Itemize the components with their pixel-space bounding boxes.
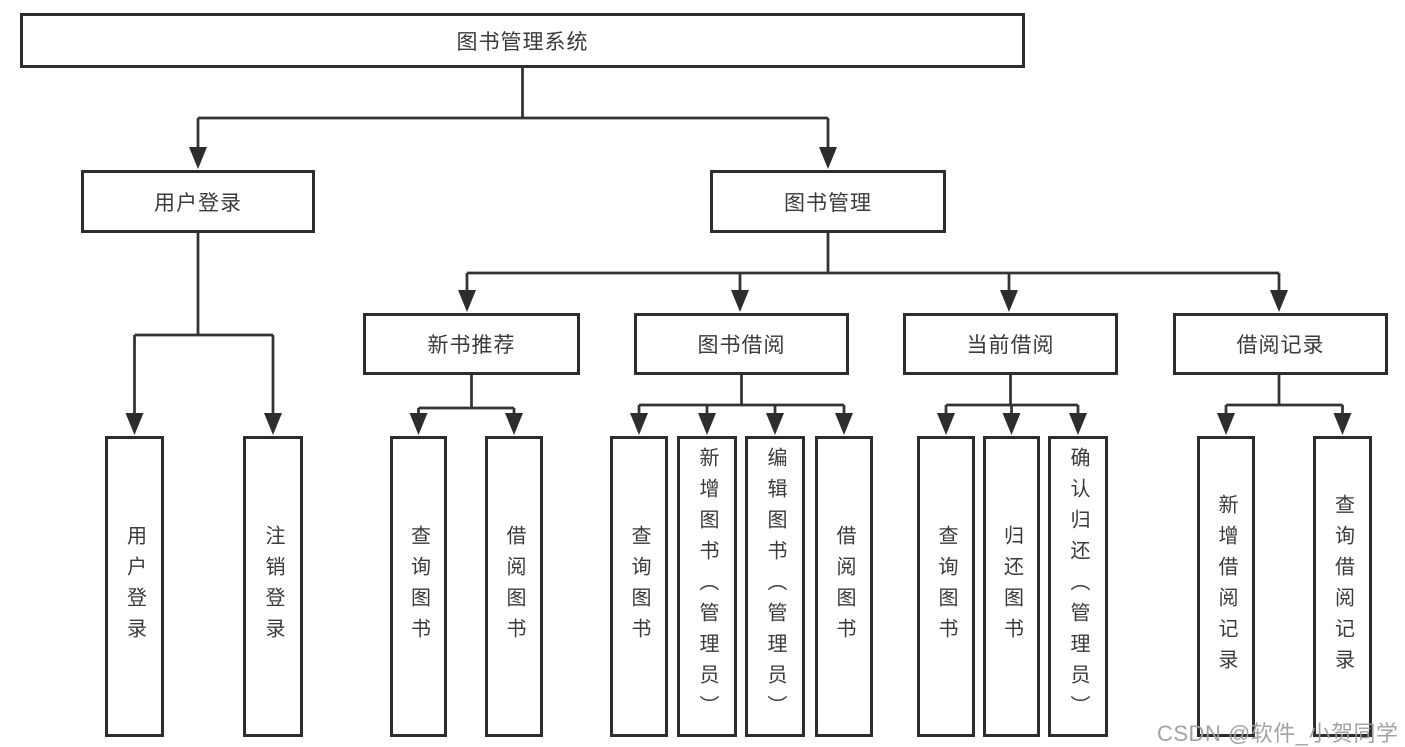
leaf-add-books-admin: 新增图书（管理员） [677,436,737,737]
arrowheads [125,147,1352,435]
node-current-borrowing: 当前借阅 [903,313,1118,375]
node-label: 新增图书（管理员） [696,447,718,726]
leaf-logout-login: 注销登录 [243,436,303,737]
node-label: 归还图书 [1000,524,1023,649]
node-label: 当前借阅 [966,334,1055,357]
node-label: 查询图书 [935,524,957,649]
node-label: 借阅图书 [503,524,525,649]
leaf-query-books-recommend: 查询图书 [390,436,447,737]
node-label: 图书借阅 [697,334,786,357]
leaf-query-books-current: 查询图书 [917,436,975,737]
node-label: 新书推荐 [427,334,516,357]
node-label: 用户登录 [154,191,242,215]
node-label: 图书管理 [784,191,872,215]
leaf-query-borrow-record: 查询借阅记录 [1313,436,1372,737]
node-user-login: 用户登录 [81,170,315,233]
leaf-borrow-books-borrowing: 借阅图书 [815,436,873,737]
node-label: 新增借阅记录 [1215,493,1237,680]
node-label: 用户登录 [123,524,146,649]
node-label: 注销登录 [262,524,284,649]
node-library-management-system: 图书管理系统 [20,13,1025,68]
leaf-add-borrow-record: 新增借阅记录 [1197,436,1255,737]
leaf-confirm-return-admin: 确认归还（管理员） [1048,436,1108,737]
node-borrowing-records: 借阅记录 [1173,313,1388,375]
csdn-watermark: CSDN @软件_小贺同学 [1157,721,1399,746]
node-book-management: 图书管理 [710,170,946,233]
node-label: 图书管理系统 [456,30,589,54]
node-new-book-recommendation: 新书推荐 [363,313,580,375]
leaf-user-login: 用户登录 [105,436,164,737]
leaf-query-books-borrowing: 查询图书 [610,436,668,737]
node-book-borrowing: 图书借阅 [634,313,849,375]
leaf-edit-books-admin: 编辑图书（管理员） [745,436,805,737]
node-label: 查询借阅记录 [1331,493,1354,680]
leaf-borrow-books-recommend: 借阅图书 [485,436,543,737]
node-label: 编辑图书（管理员） [764,447,786,726]
leaf-return-books: 归还图书 [983,436,1040,737]
node-label: 借阅记录 [1236,334,1325,357]
node-label: 借阅图书 [833,524,855,649]
node-label: 确认归还（管理员） [1067,447,1089,726]
node-label: 查询图书 [628,524,650,649]
node-label: 查询图书 [407,524,430,649]
